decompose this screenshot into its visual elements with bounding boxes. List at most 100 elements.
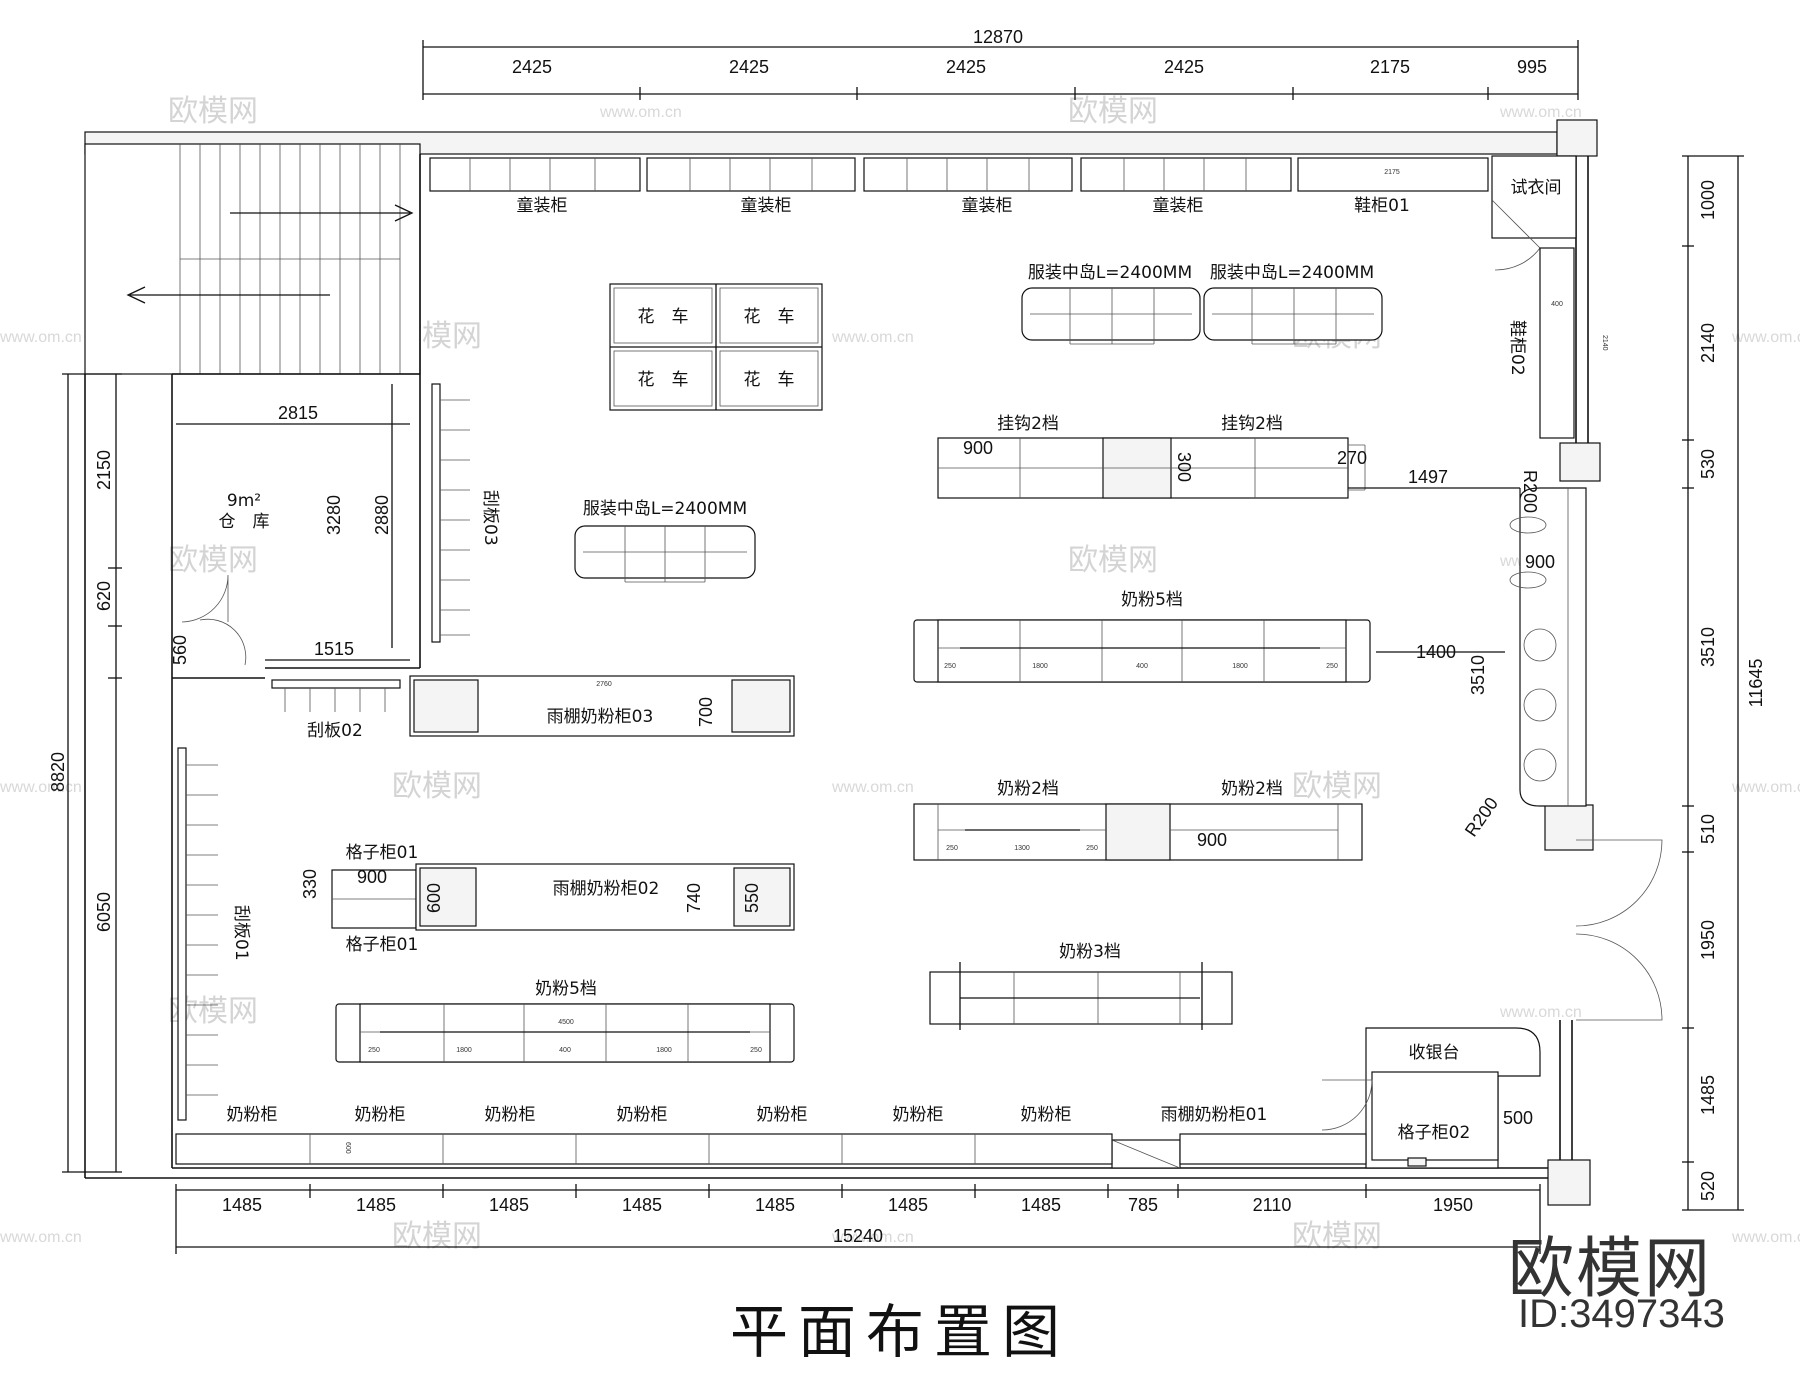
milk-shelf-label: 奶粉5档: [535, 979, 597, 999]
milk-cabinet-label: 奶粉柜: [757, 1105, 808, 1125]
dim-bottom-segment: 1485: [356, 1195, 396, 1215]
scraper-board-label: 刮板01: [231, 905, 251, 961]
dim-bottom-segment: 1950: [1433, 1195, 1473, 1215]
left-dimensions: 8820 2150 620 560 6050: [48, 373, 190, 1173]
watermark-url: www.om.cn: [1499, 1004, 1582, 1021]
shoe-cabinet-2-len: 2140: [1601, 335, 1608, 351]
watermark-logo: 欧模网: [392, 1219, 482, 1254]
milk-cabinet-label: 奶粉柜: [617, 1105, 668, 1125]
plan-title: 平面布置图: [729, 1298, 1070, 1366]
dim-left-segment: 6050: [94, 892, 114, 932]
scraper-board-label: 刮板02: [307, 721, 363, 741]
canopy-cabinet-label: 雨棚奶粉柜03: [547, 707, 654, 727]
dim-bottom-segment: 2110: [1253, 1195, 1292, 1215]
milk-shelf-dim: 250: [946, 845, 958, 852]
grid-cabinet-label: 格子柜01: [346, 935, 419, 955]
watermark-url: www.om.cn: [1731, 329, 1800, 346]
radius-label: R200: [1461, 794, 1502, 841]
watermark-url: www.om.cn: [0, 329, 82, 346]
milk-cabinet-label: 奶粉柜: [1021, 1105, 1072, 1125]
clothing-islands: 服装中岛L=2400MM 服装中岛L=2400MM 服装中岛L=2400MM: [574, 263, 1383, 583]
milk-shelf-dim: 4500: [558, 1019, 574, 1026]
canopy-cabinet-label: 雨棚奶粉柜01: [1161, 1105, 1268, 1125]
dim-right-segment: 1000: [1698, 180, 1718, 220]
dim-left-segment: 2150: [94, 450, 114, 490]
dim-top-segment: 2175: [1370, 57, 1410, 77]
canopy-cabinet-label: 雨棚奶粉柜02: [553, 879, 660, 899]
shoe-cabinet-2-label: 鞋柜02: [1507, 320, 1527, 376]
grid-cabinet-label: 格子柜02: [1398, 1123, 1471, 1143]
brand-logo: 欧模网: [1508, 1230, 1712, 1307]
milk-shelf-dim: 400: [1136, 663, 1148, 670]
dim-top-total: 12870: [973, 27, 1023, 47]
milk-shelf-label: 奶粉5档: [1121, 590, 1183, 610]
milk-shelf-5-bottom: 奶粉5档 4500 250 1800 400 1800 250: [335, 979, 795, 1063]
bottom-cabinet-dim: 600: [344, 1142, 351, 1154]
dim-bottom-segment: 1485: [755, 1195, 795, 1215]
kids-cabinet-label: 童装柜: [962, 196, 1013, 216]
top-dimensions: 12870 2425 2425 2425 2425 2175 995: [422, 27, 1579, 100]
milk-shelf-dim: 1300: [1014, 845, 1030, 852]
watermark-logo: 欧模网: [392, 769, 482, 804]
grid-cabinet-dim: 330: [300, 869, 320, 899]
bottom-dimensions: 1485 1485 1485 1485 1485 1485 1485 785 2…: [175, 1184, 1541, 1254]
dim-right-segment: 2140: [1698, 323, 1718, 363]
dim-right-segment: 3510: [1698, 627, 1718, 667]
warehouse-area: 9m²: [227, 491, 261, 511]
warehouse-label: 仓 库: [219, 512, 270, 532]
clothing-island-label: 服装中岛L=2400MM: [1028, 263, 1192, 283]
flower-carts: 花 车 花 车 花 车 花 车: [609, 283, 823, 411]
milk-cabinet-label: 奶粉柜: [355, 1105, 406, 1125]
canopy-cabinet-02: 格子柜01 格子柜01 900 330 600 雨棚奶粉柜02 740 550: [300, 843, 795, 955]
canopy-cabinet-dim: 550: [742, 883, 762, 913]
right-wall-display: R200 900 3510 1400 R200: [1376, 470, 1587, 841]
hook-dim: 1497: [1408, 467, 1448, 487]
kids-cabinet-label: 童装柜: [1153, 196, 1204, 216]
hook-dim: 900: [963, 438, 993, 458]
dim-right-segment: 1950: [1698, 920, 1718, 960]
warehouse-dim: 3280: [324, 495, 344, 535]
milk-shelf-label: 奶粉2档: [997, 779, 1059, 799]
dim-left-segment: 560: [170, 635, 190, 665]
display-dim: 1400: [1416, 642, 1456, 662]
clothing-island-label: 服装中岛L=2400MM: [1210, 263, 1374, 283]
cashier-counter: 收银台 格子柜02 500: [1321, 1027, 1541, 1169]
flower-cart-label: 花 车: [744, 307, 795, 327]
watermark-url: www.om.cn: [0, 779, 82, 796]
warehouse-dim: 1515: [314, 639, 354, 659]
brand-id: ID:3497343: [1518, 1292, 1725, 1336]
building-shell: [84, 119, 1663, 1206]
dim-right-segment: 520: [1698, 1171, 1718, 1201]
watermark-logo: 欧模网: [1292, 1219, 1382, 1254]
dim-right-segment: 1485: [1698, 1075, 1718, 1115]
watermark-url: www.om.cn: [831, 779, 914, 796]
milk-shelf-dim: 250: [368, 1047, 380, 1054]
dim-bottom-segment: 1485: [888, 1195, 928, 1215]
bottom-cabinets: 600 奶粉柜 奶粉柜 奶粉柜 奶粉柜 奶粉柜 奶粉柜 奶粉柜 雨棚奶粉柜01: [175, 1105, 1367, 1165]
flower-cart-label: 花 车: [638, 307, 689, 327]
watermark-url: www.om.cn: [1731, 1229, 1800, 1246]
fitting-room-label: 试衣间: [1511, 178, 1562, 198]
kids-cabinet-label: 童装柜: [741, 196, 792, 216]
kids-cabinet-label: 童装柜: [517, 196, 568, 216]
fitting-room: 试衣间 400 鞋柜02 2140: [1491, 155, 1608, 439]
milk-shelf-dim: 250: [944, 663, 956, 670]
milk-shelf-3: 奶粉3档: [929, 942, 1233, 1030]
milk-shelf-dim: 250: [1326, 663, 1338, 670]
watermark-logo: 欧模网: [168, 94, 258, 129]
watermark-url: www.om.cn: [1499, 104, 1582, 121]
scraper-board-label: 刮板03: [480, 490, 500, 546]
watermark-logo: 欧模网: [168, 543, 258, 578]
watermark-url: www.om.cn: [831, 1229, 914, 1246]
watermark-url: www.om.cn: [831, 329, 914, 346]
shoe-cabinet-1-dim: 2175: [1384, 169, 1400, 176]
hook-dim: 300: [1174, 452, 1194, 482]
watermark-logo: 欧模网: [1068, 543, 1158, 578]
milk-shelf-dim: 1800: [456, 1047, 472, 1054]
dim-right-total: 11645: [1746, 659, 1766, 708]
milk-shelf-5-top: 奶粉5档 250 1800 400 1800 250: [913, 590, 1371, 683]
milk-shelf-dim: 250: [1086, 845, 1098, 852]
canopy-cabinet-dim: 740: [684, 883, 704, 913]
dim-bottom-segment: 785: [1128, 1195, 1158, 1215]
